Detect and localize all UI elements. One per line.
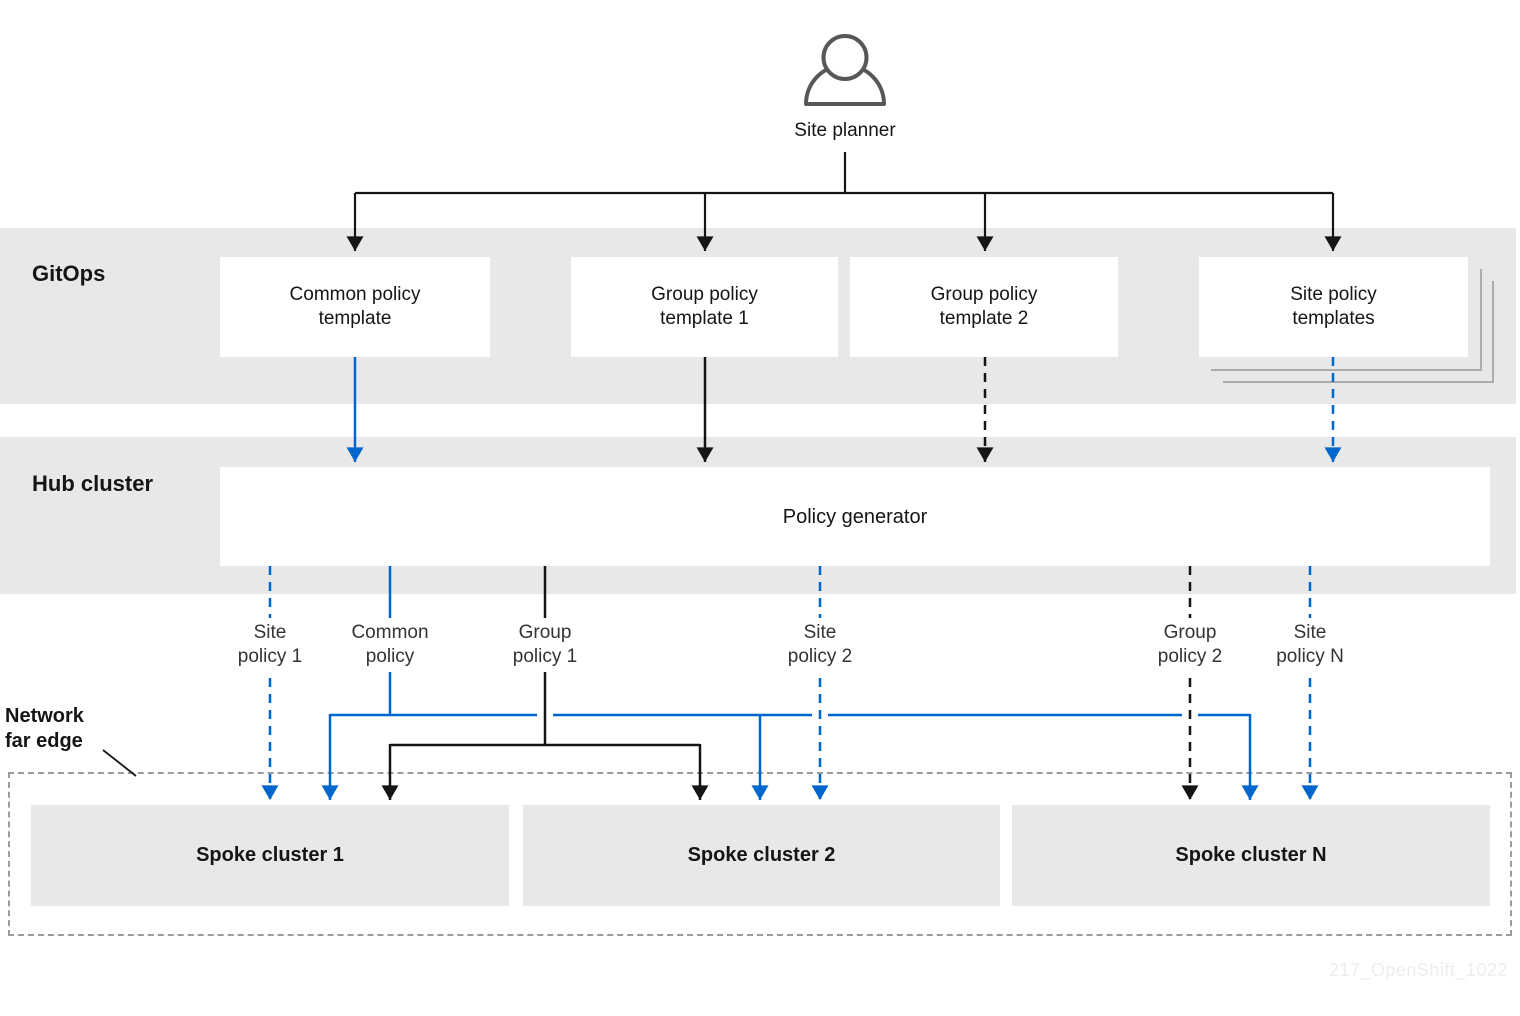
gitops-box-group-policy-template-2-line2: template 2 (939, 308, 1029, 329)
gitops-box-group-policy-template-2: Group policy template 2 (850, 257, 1118, 357)
spoke-cluster-n-label: Spoke cluster N (1175, 844, 1327, 866)
policy-label-site-policy-n: Site policy N (1268, 618, 1352, 672)
gitops-box-common-policy-template: Common policy template (220, 257, 490, 357)
network-far-edge-label-line1: Network (5, 705, 84, 727)
gitops-box-group-policy-template-1: Group policy template 1 (571, 257, 838, 357)
gitops-box-group-policy-template-2-line1: Group policy (930, 284, 1038, 305)
gitops-box-common-policy-template-line1: Common policy (289, 284, 421, 305)
policy-label-common-policy: Common policy (343, 618, 437, 672)
policy-label-group-policy-1-line1: Group (518, 622, 572, 643)
network-far-edge-label-line2: far edge (5, 730, 83, 752)
policy-label-site-policy-1-line1: Site (253, 622, 287, 643)
top-connector-trunk (355, 152, 1333, 195)
policy-generator-label: Policy generator (782, 505, 928, 528)
policy-label-site-policy-n-line2: policy N (1276, 646, 1344, 667)
watermark-text: 217_OpenShift_1022 (1328, 960, 1508, 980)
spoke-cluster-2-box: Spoke cluster 2 (523, 805, 1000, 906)
gitops-box-site-policy-templates: Site policy templates (1199, 257, 1468, 357)
site-planner-label: Site planner (794, 120, 896, 141)
network-far-edge-label: Network far edge (5, 704, 84, 754)
gitops-box-common-policy-template-line2: template (318, 308, 392, 329)
policy-label-group-policy-2-line2: policy 2 (1157, 646, 1223, 667)
policy-label-group-policy-2: Group policy 2 (1149, 618, 1231, 672)
stacked-paper-shadow-1 (1211, 269, 1482, 371)
gitops-band-label: GitOps (32, 261, 106, 286)
gitops-box-group-policy-template-1-line1: Group policy (651, 284, 758, 305)
policy-label-common-policy-line2: policy (365, 646, 415, 667)
site-planner-icon (804, 34, 886, 106)
policy-label-site-policy-1: Site policy 1 (229, 618, 311, 672)
spoke-cluster-1-box: Spoke cluster 1 (31, 805, 509, 906)
stacked-paper-shadow-2 (1223, 281, 1494, 383)
policy-label-site-policy-2-line1: Site (803, 622, 837, 643)
policy-label-group-policy-2-line1: Group (1163, 622, 1217, 643)
spoke-cluster-1-label: Spoke cluster 1 (196, 844, 344, 866)
policy-label-group-policy-1: Group policy 1 (504, 618, 586, 672)
gitops-box-group-policy-template-1-line2: template 1 (660, 308, 749, 329)
policy-label-group-policy-1-line2: policy 1 (512, 646, 578, 667)
spoke-cluster-2-label: Spoke cluster 2 (687, 844, 836, 866)
policy-label-common-policy-line1: Common (351, 622, 429, 643)
gitops-box-site-policy-templates-line1: Site policy (1290, 284, 1377, 305)
policy-label-site-policy-2: Site policy 2 (779, 618, 861, 672)
spoke-cluster-n-box: Spoke cluster N (1012, 805, 1490, 906)
policy-generator-box: Policy generator (220, 467, 1490, 566)
hub-cluster-band-label: Hub cluster (32, 471, 154, 496)
policy-label-site-policy-n-line1: Site (1293, 622, 1327, 643)
policy-label-site-policy-2-line2: policy 2 (787, 646, 853, 667)
policy-label-site-policy-1-line2: policy 1 (237, 646, 303, 667)
generator-output-lines (261, 566, 1319, 800)
gitops-box-site-policy-templates-line2: templates (1292, 308, 1375, 329)
